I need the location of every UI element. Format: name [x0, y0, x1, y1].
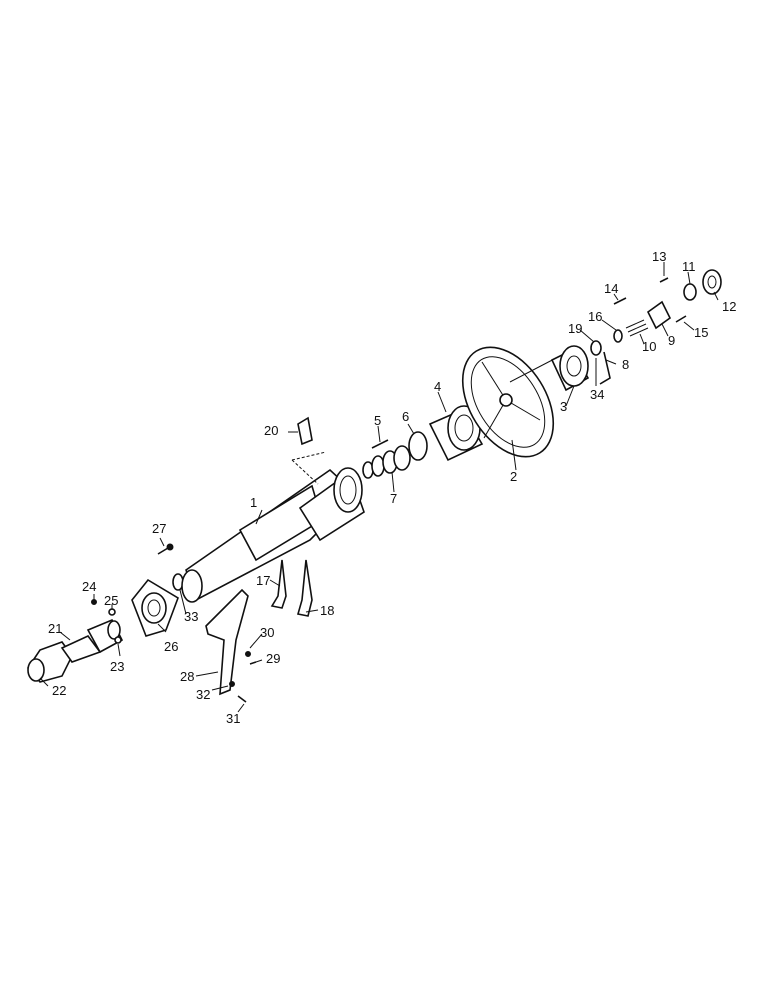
callout-15: 15	[694, 325, 709, 340]
retainer-clip-part	[599, 351, 611, 385]
spring-part	[625, 319, 649, 337]
callout-7: 7	[390, 491, 398, 506]
bracket-part	[205, 588, 249, 696]
spring-washer-part	[613, 329, 623, 343]
callout-8: 8	[622, 357, 630, 372]
callout-33: 33	[184, 609, 199, 624]
callout-27: 27	[152, 521, 167, 536]
callout-18: 18	[320, 603, 335, 618]
lever-part	[270, 559, 287, 609]
callout-4: 4	[434, 379, 442, 394]
callout-21: 21	[48, 621, 63, 636]
callout-20: 20	[264, 423, 279, 438]
horn-cap-part	[702, 269, 722, 295]
lever-part	[296, 559, 313, 617]
callout-30: 30	[260, 625, 275, 640]
callout-31: 31	[226, 711, 241, 726]
callout-14: 14	[604, 281, 619, 296]
callout-1: 1	[250, 495, 258, 510]
callout-5: 5	[374, 413, 382, 428]
callout-3: 3	[560, 399, 568, 414]
callout-16: 16	[588, 309, 603, 324]
universal-joint-part	[26, 618, 124, 683]
callout-34: 34	[590, 387, 605, 402]
callout-13: 13	[652, 249, 667, 264]
flange-plate-part	[131, 578, 179, 637]
callout-29: 29	[266, 651, 281, 666]
hub-part	[509, 345, 590, 392]
callout-6: 6	[402, 409, 410, 424]
callout-24: 24	[82, 579, 97, 594]
callout-17: 17	[256, 573, 271, 588]
horn-washer-part	[683, 283, 697, 301]
callout-2: 2	[510, 469, 518, 484]
callout-10: 10	[642, 339, 657, 354]
callout-22: 22	[52, 683, 67, 698]
clip-ring-part	[408, 431, 428, 461]
nut-part	[590, 340, 602, 356]
steering-wheel-part	[461, 346, 555, 458]
callout-12: 12	[722, 299, 737, 314]
screw-part	[371, 439, 389, 449]
column-tube-part	[181, 467, 365, 603]
callout-11: 11	[682, 259, 696, 274]
callout-25: 25	[104, 593, 119, 608]
ring-set-part	[362, 445, 411, 479]
bolt-part	[157, 547, 169, 555]
callout-19: 19	[568, 321, 583, 336]
callout-23: 23	[110, 659, 125, 674]
callout-28: 28	[180, 669, 195, 684]
callout-32: 32	[196, 687, 211, 702]
horn-contact-part	[646, 300, 672, 330]
callout-26: 26	[164, 639, 179, 654]
leader-lines	[39, 262, 719, 713]
fitting-part	[291, 416, 327, 485]
callout-9: 9	[668, 333, 676, 348]
